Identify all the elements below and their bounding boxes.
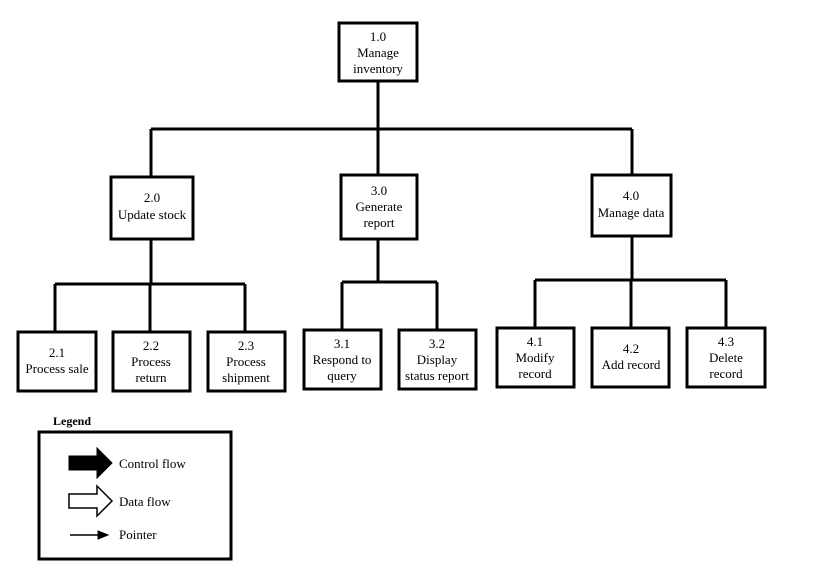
- node-1-0-id: 1.0: [370, 29, 386, 44]
- node-2-3: 2.3 Process shipment: [206, 330, 287, 393]
- node-1-0-label-1: Manage: [357, 45, 399, 60]
- node-4-3-label-1: Delete: [709, 350, 743, 365]
- node-1-0: 1.0 Manage inventory: [337, 21, 419, 83]
- node-4-0: 4.0 Manage data: [590, 173, 673, 238]
- node-3-1-id: 3.1: [334, 336, 350, 351]
- node-4-0-label-1: Manage data: [598, 205, 665, 220]
- node-2-0-id: 2.0: [144, 190, 160, 205]
- node-4-1: 4.1 Modify record: [495, 326, 576, 389]
- node-3-2-label-2: status report: [405, 368, 469, 383]
- node-3-1-label-1: Respond to: [313, 352, 372, 367]
- node-2-2-id: 2.2: [143, 338, 159, 353]
- node-4-3: 4.3 Delete record: [685, 326, 767, 389]
- data-flow-arrow-icon: [68, 484, 114, 518]
- node-2-2-label-2: return: [135, 370, 167, 385]
- pointer-arrow-icon: [97, 530, 110, 540]
- node-2-1-label-1: Process sale: [25, 361, 88, 376]
- node-3-2-label-1: Display: [417, 352, 458, 367]
- node-4-2-label-1: Add record: [602, 357, 661, 372]
- node-4-1-id: 4.1: [527, 334, 543, 349]
- node-3-1: 3.1 Respond to query: [302, 328, 383, 391]
- node-2-2: 2.2 Process return: [111, 330, 192, 393]
- node-2-3-label-2: shipment: [222, 370, 270, 385]
- node-4-2-id: 4.2: [623, 341, 639, 356]
- node-4-1-label-1: Modify: [516, 350, 556, 365]
- node-4-1-label-2: record: [518, 366, 552, 381]
- legend: Legend Control flow Data flow Pointer: [37, 414, 233, 561]
- node-2-1: 2.1 Process sale: [16, 330, 98, 393]
- node-4-2: 4.2 Add record: [590, 326, 671, 389]
- control-flow-arrow-icon: [68, 446, 113, 480]
- node-2-2-label-1: Process: [131, 354, 171, 369]
- connector-lines: [53, 81, 728, 332]
- node-3-0-label-1: Generate: [356, 199, 403, 214]
- node-3-1-label-2: query: [327, 368, 357, 383]
- legend-pointer-label: Pointer: [119, 527, 157, 542]
- node-2-0: 2.0 Update stock: [109, 175, 195, 241]
- legend-control-flow-label: Control flow: [119, 456, 186, 471]
- node-3-2: 3.2 Display status report: [397, 328, 478, 391]
- node-2-0-label-1: Update stock: [118, 207, 187, 222]
- legend-title: Legend: [53, 414, 91, 428]
- node-2-3-label-1: Process: [226, 354, 266, 369]
- node-4-3-id: 4.3: [718, 334, 734, 349]
- node-1-0-label-2: inventory: [353, 61, 403, 76]
- node-4-0-id: 4.0: [623, 188, 639, 203]
- node-3-2-id: 3.2: [429, 336, 445, 351]
- legend-data-flow-label: Data flow: [119, 494, 171, 509]
- node-4-3-label-2: record: [709, 366, 743, 381]
- node-2-3-id: 2.3: [238, 338, 254, 353]
- node-3-0-label-2: report: [363, 215, 394, 230]
- node-3-0-id: 3.0: [371, 183, 387, 198]
- node-3-0: 3.0 Generate report: [339, 173, 419, 241]
- node-2-1-id: 2.1: [49, 345, 65, 360]
